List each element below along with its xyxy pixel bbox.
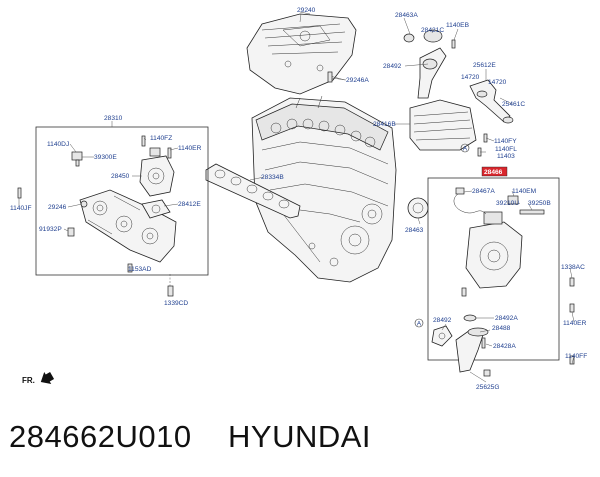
callout-28428a: 28428A [493, 343, 516, 350]
callout-25625g: 25625G [476, 384, 499, 391]
callout-29246a: 29246A [346, 77, 369, 84]
gasket-28412e [141, 199, 171, 219]
callout-1140er-right: 1140ER [563, 320, 587, 327]
reference-marker-a-top: A [460, 143, 470, 153]
callout-25461c: 25461C [502, 101, 525, 108]
leader-lines [18, 13, 575, 383]
egr-valve-assembly-frame [427, 177, 560, 361]
svg-text:A: A [463, 146, 468, 153]
gasket-28492-bottom [431, 325, 453, 347]
highlight-28466 [481, 166, 508, 177]
callout-28492-bottom: 28492 [433, 317, 452, 324]
callout-labels: 29240 28463A 1140EB 28421C 28492 25612E … [10, 7, 587, 391]
callout-28463: 28463 [405, 227, 424, 234]
callout-1140jf: 1140JF [10, 205, 32, 212]
egr-valve-right [465, 211, 523, 289]
callout-28421c: 28421C [421, 27, 444, 34]
egr-cooler [409, 99, 477, 151]
callout-1140fy: 1140FY [494, 138, 517, 145]
callout-1140ff: 1140FF [565, 353, 587, 360]
callout-1140er-left: 1140ER [178, 145, 202, 152]
svg-text:A: A [417, 321, 422, 328]
front-direction-label: FR. [22, 376, 35, 385]
callout-1338ac: 1338AC [561, 264, 585, 271]
callout-1140em: 1140EM [512, 188, 536, 195]
callout-28467a: 28467A [472, 188, 495, 195]
callout-28450: 28450 [111, 173, 130, 180]
callout-14720-b: 14720 [488, 79, 507, 86]
callout-28492-top: 28492 [383, 63, 402, 70]
callout-28488: 28488 [492, 325, 511, 332]
callout-39300e: 39300E [94, 154, 117, 161]
sensor-39300e [71, 151, 83, 167]
egr-valve-left [139, 147, 175, 197]
callout-28334b: 28334B [261, 174, 284, 181]
front-arrow-icon [40, 371, 55, 385]
callout-39250b: 39250B [528, 200, 551, 207]
callout-28463a: 28463A [395, 12, 418, 19]
callout-28310: 28310 [104, 115, 123, 122]
callout-39210u: 39210U [496, 200, 519, 207]
engine-block [251, 95, 397, 283]
intake-manifold [79, 189, 177, 263]
egr-pipe-25625g [455, 327, 489, 373]
callout-14720-a: 14720 [461, 74, 480, 81]
callout-91932p: 91932P [39, 226, 62, 233]
callout-1140fz: 1140FZ [150, 135, 172, 142]
callout-29240: 29240 [297, 7, 316, 14]
engine-cover [246, 13, 357, 95]
callout-1140fl: 1140FL [495, 146, 517, 153]
callout-11403: 11403 [497, 153, 515, 160]
coolant-hose [469, 79, 514, 124]
callout-28466: 28466 [484, 169, 503, 176]
egr-pipe [403, 29, 456, 99]
part-number-caption: 284662U010 HYUNDAI [9, 419, 372, 454]
callout-28492a: 28492A [495, 315, 518, 322]
callout-1140eb: 1140EB [446, 22, 470, 29]
intake-gasket [205, 163, 301, 219]
callout-1153ad: 1153AD [128, 266, 152, 273]
callout-25612e: 25612E [473, 62, 496, 69]
gasket-28463 [407, 197, 429, 219]
callout-1339cd: 1339CD [164, 300, 188, 307]
callout-28412e: 28412E [178, 201, 201, 208]
callout-29246: 29246 [48, 204, 67, 211]
callout-28416b: 28416B [373, 121, 396, 128]
callout-1140dj: 1140DJ [47, 141, 69, 148]
reference-marker-a-bottom: A [414, 318, 424, 328]
manifold-assembly-frame [35, 126, 209, 276]
